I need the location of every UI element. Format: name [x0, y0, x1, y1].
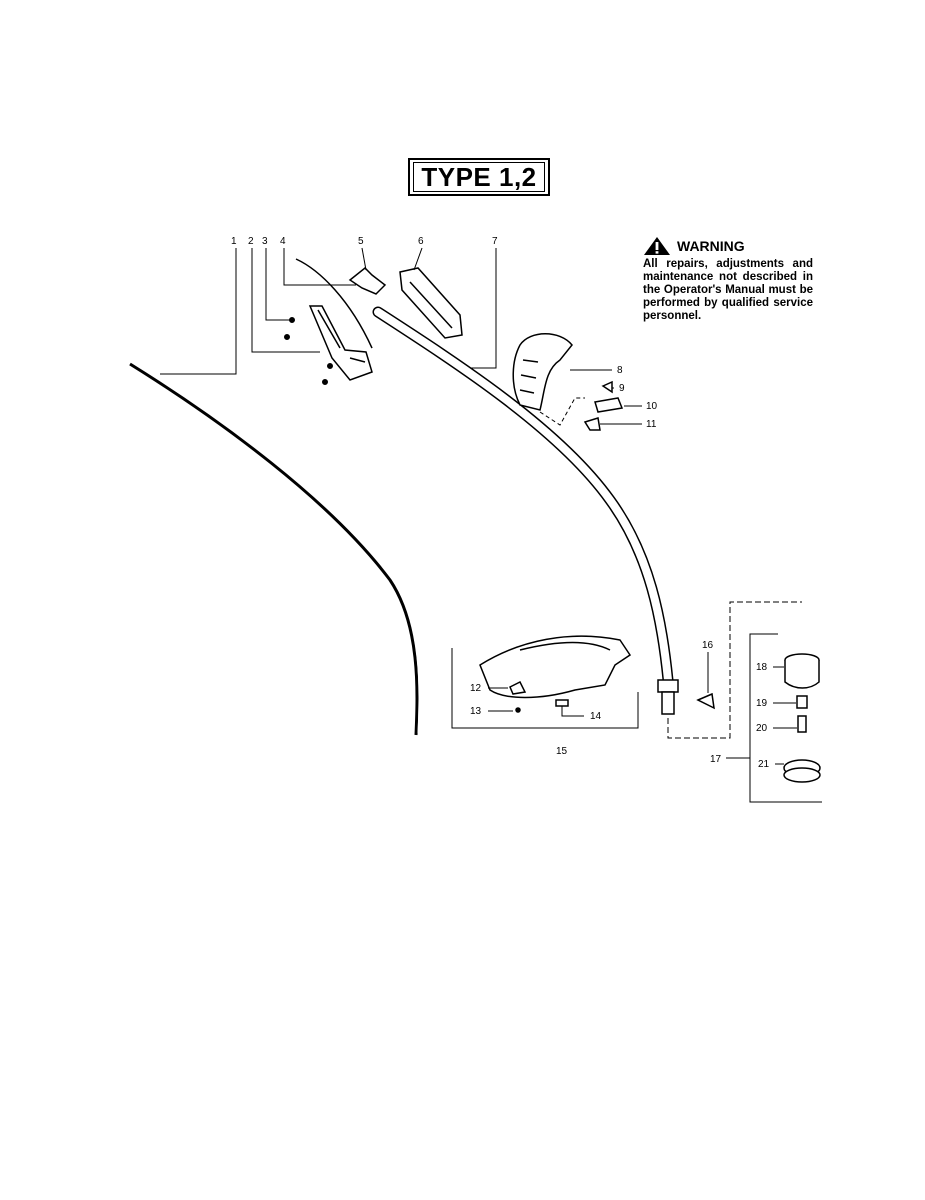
warning-header: WARNING: [643, 236, 813, 256]
callout-4: 4: [280, 236, 286, 247]
callout-15: 15: [556, 746, 568, 757]
callout-5: 5: [358, 236, 364, 247]
callout-9: 9: [619, 383, 625, 394]
trimmer-head: [783, 653, 821, 783]
callout-numbers: 1 2 3 4 5 6 7 8 9 10 11 12 13 14 15 16 1…: [231, 236, 770, 770]
warning-text: All repairs, adjustments and maintenance…: [643, 258, 813, 322]
throttle-housing: [308, 305, 373, 381]
callout-11: 11: [646, 419, 657, 430]
callout-12: 12: [470, 683, 482, 694]
screws-3: [284, 317, 333, 385]
flex-shaft: [129, 362, 419, 736]
shaft-end: [657, 679, 715, 715]
diagram-title-box: TYPE 1,2: [408, 158, 550, 196]
throttle-trigger: [348, 266, 387, 295]
assist-handle: [512, 333, 573, 411]
debris-guard: [479, 635, 632, 699]
callout-2: 2: [248, 236, 254, 247]
handle-hardware: [583, 380, 624, 431]
callout-21: 21: [758, 759, 770, 770]
warning-heading: WARNING: [677, 237, 745, 254]
callout-19: 19: [756, 698, 768, 709]
leader-lines: [160, 247, 797, 765]
callout-16: 16: [702, 640, 714, 651]
callout-8: 8: [617, 365, 623, 376]
diagram-title: TYPE 1,2: [413, 162, 545, 192]
callout-20: 20: [756, 723, 768, 734]
throttle-cable: [295, 258, 373, 349]
warning-notice: WARNING All repairs, adjustments and mai…: [643, 236, 813, 323]
callout-7: 7: [492, 236, 498, 247]
handle-clamp: [399, 267, 463, 339]
callout-10: 10: [646, 401, 658, 412]
callout-13: 13: [470, 706, 482, 717]
callout-14: 14: [590, 711, 602, 722]
callout-6: 6: [418, 236, 424, 247]
callout-3: 3: [262, 236, 268, 247]
callout-18: 18: [756, 662, 768, 673]
guard-hardware: [509, 680, 569, 713]
callout-17: 17: [710, 754, 722, 765]
callout-1: 1: [231, 236, 237, 247]
warning-triangle-icon: [644, 237, 670, 255]
